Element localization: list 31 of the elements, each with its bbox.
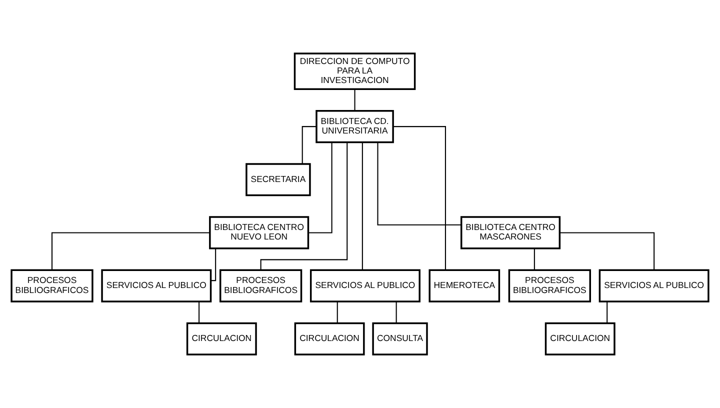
- node-box: CIRCULACION: [294, 322, 365, 356]
- node-box: PROCESOS BIBLIOGRAFICOS: [219, 269, 302, 302]
- connector: [606, 302, 608, 323]
- node-box: SERVICIOS AL PUBLICO: [101, 269, 212, 302]
- connector: [393, 126, 446, 270]
- node-box: CIRCULACION: [544, 322, 616, 356]
- connector: [560, 232, 655, 270]
- connector: [534, 248, 535, 270]
- node-box: CIRCULACION: [186, 322, 257, 356]
- node-box: BIBLIOTECA CENTRO MASCARONES: [460, 216, 561, 250]
- connector: [336, 302, 338, 323]
- node-box: BIBLIOTECA CENTRO NUEVO LEON: [209, 216, 310, 250]
- connector: [210, 248, 216, 282]
- node-box: DIRECCION DE COMPUTO PARA LA INVESTIGACION: [294, 52, 416, 90]
- connector: [377, 142, 462, 226]
- connector: [308, 142, 332, 234]
- node-box: SECRETARIA: [246, 163, 311, 196]
- connector: [362, 142, 363, 270]
- connector: [198, 302, 200, 323]
- node-box: CONSULTA: [372, 322, 428, 356]
- node-box: BIBLIOTECA CD. UNIVERSITARIA: [316, 110, 394, 144]
- node-box: PROCESOS BIBLIOGRAFICOS: [10, 269, 94, 302]
- node-box: PROCESOS BIBLIOGRAFICOS: [508, 269, 591, 302]
- connector: [354, 89, 356, 111]
- node-box: SERVICIOS AL PUBLICO: [310, 269, 420, 302]
- connector: [302, 126, 316, 164]
- connector: [396, 302, 397, 323]
- node-box: HEMEROTECA: [428, 269, 500, 302]
- connector: [51, 232, 210, 270]
- node-box: SERVICIOS AL PUBLICO: [598, 269, 710, 302]
- connector: [260, 142, 348, 270]
